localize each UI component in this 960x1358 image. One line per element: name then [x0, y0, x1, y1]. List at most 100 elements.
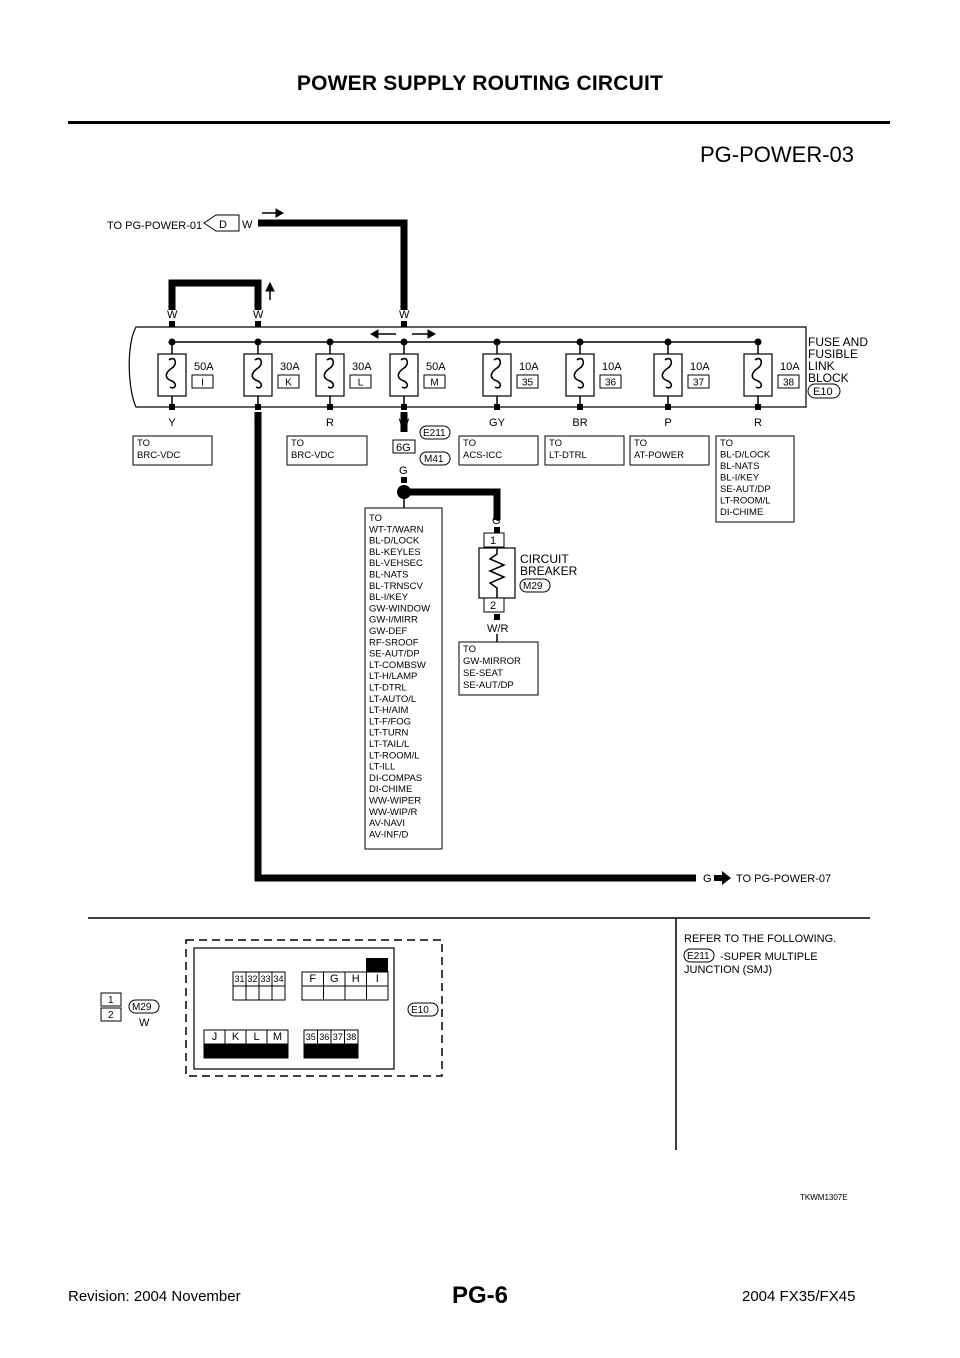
fuse-block-connector: E10 — [813, 386, 833, 398]
fuse-id-box — [777, 374, 800, 389]
joint-connector-top-badge — [419, 425, 451, 440]
e10-pin: 37 — [333, 1032, 343, 1042]
page-title: POWER SUPPLY ROUTING CIRCUIT — [296, 72, 664, 95]
bus-color-2: W — [253, 309, 264, 321]
fuse-id-box — [516, 374, 539, 389]
fuse-out-color: G — [254, 417, 263, 429]
terminal-marker — [755, 404, 761, 410]
dest-line: DI-CHIME — [720, 507, 763, 518]
e10-key-block — [366, 958, 388, 972]
fuse-element-icon — [661, 357, 673, 389]
refer-connector-badge — [683, 948, 715, 963]
e10-pin: 38 — [346, 1032, 356, 1042]
wire-top-input — [258, 219, 408, 310]
fuse-rating: 10A — [519, 361, 539, 373]
dest-box-5-line: TO — [634, 438, 647, 449]
breaker-connector-badge — [519, 578, 551, 593]
dest-box-3-line: ACS-ICC — [463, 450, 502, 461]
footer-model: 2004 FX35/FX45 — [742, 1288, 856, 1305]
e10-pin: J — [212, 1031, 218, 1043]
e10-pin: L — [253, 1031, 259, 1043]
arrow-right-icon — [262, 208, 285, 218]
m29-color: W — [139, 1017, 150, 1029]
e10-pin: 33 — [260, 974, 270, 984]
terminal-marker — [255, 321, 261, 327]
dest-box-5-line: AT-POWER — [634, 450, 684, 461]
terminal-marker — [494, 614, 500, 620]
fuse-out-color: BR — [572, 417, 587, 429]
e10-cell — [232, 985, 247, 1001]
thick-wires — [168, 219, 696, 882]
joint-terminal-box — [392, 439, 416, 454]
m29-badge — [128, 999, 160, 1014]
dest-line: BL-KEYLES — [369, 547, 421, 558]
dest-line: DI-COMPAS — [369, 773, 422, 784]
bus-color-1: W — [167, 309, 178, 321]
footer-revision: Revision: 2004 November — [68, 1288, 241, 1305]
dest-box-3-line: TO — [463, 438, 476, 449]
connector-d-flag — [203, 214, 240, 232]
m29-pin: 2 — [108, 1010, 114, 1021]
bottom-output-color: G — [703, 873, 712, 885]
fuse-block-title-line: BLOCK — [808, 371, 849, 385]
fuse-out-color: GY — [489, 417, 506, 429]
e10-pin: I — [376, 973, 379, 985]
fuse-body — [482, 353, 512, 397]
e10-pin: 36 — [319, 1032, 329, 1042]
dest-breaker-box — [458, 641, 539, 696]
dest-box-4-line: LT-DTRL — [549, 450, 587, 461]
fuse-element-icon — [165, 357, 177, 389]
fuse-rating: 30A — [352, 361, 372, 373]
bus-arrows-icon — [369, 329, 437, 339]
fuse-group: 50AIY30AKG30ALR50AMW10A35GY10A36BR10A37P… — [157, 338, 800, 429]
fuse-id-box — [687, 374, 710, 389]
e10-cell — [323, 985, 346, 1001]
terminal-marker — [255, 404, 261, 410]
dest-line: WT-T/WARN — [369, 524, 424, 535]
e10-pin: M — [273, 1031, 282, 1043]
dest-line: LT-F/FOG — [369, 716, 411, 727]
fuse-id-box — [191, 374, 214, 389]
fuse-body — [653, 353, 683, 397]
e10-cell — [330, 1043, 345, 1059]
dest-big-box — [364, 507, 443, 850]
breaker-connector: M29 — [523, 581, 543, 592]
fuse-id: 37 — [693, 378, 705, 389]
fuse-body — [743, 353, 773, 397]
e10-pin: 31 — [234, 974, 244, 984]
e10-housing — [193, 947, 395, 1070]
top-input-connector: D — [219, 219, 227, 231]
e10-cell — [245, 1043, 268, 1059]
fuse-body — [243, 353, 273, 397]
fuse-out-color: Y — [168, 417, 176, 429]
wire-g-main — [254, 412, 696, 882]
refer-connector: E211 — [687, 951, 710, 962]
e10-cell — [224, 1043, 247, 1059]
dest-line: GW-I/MIRR — [369, 615, 418, 626]
joint-connector-top: E211 — [423, 428, 446, 439]
terminal-marker — [665, 404, 671, 410]
e10-badge — [407, 1002, 439, 1017]
fuse-body — [565, 353, 595, 397]
dest-line: LT-ROOM/L — [369, 750, 420, 761]
dest-box-2 — [286, 435, 368, 466]
dest-line: LT-TAIL/L — [369, 739, 409, 750]
refer-line1: -SUPER MULTIPLE — [720, 951, 818, 963]
fuse-rating: 50A — [194, 361, 214, 373]
terminal-marker — [401, 404, 407, 410]
fuse-body — [389, 353, 419, 397]
fuse-block-connector-badge — [807, 383, 841, 399]
fuse-id: 38 — [783, 378, 795, 389]
top-input-label: TO PG-POWER-01 — [107, 220, 202, 232]
fuse-rating: 30A — [280, 361, 300, 373]
dest-breaker-line: SE-SEAT — [463, 668, 503, 679]
fuse-element-icon — [573, 357, 585, 389]
e10-cell — [317, 1043, 332, 1059]
refer-heading: REFER TO THE FOLLOWING. — [684, 933, 836, 945]
